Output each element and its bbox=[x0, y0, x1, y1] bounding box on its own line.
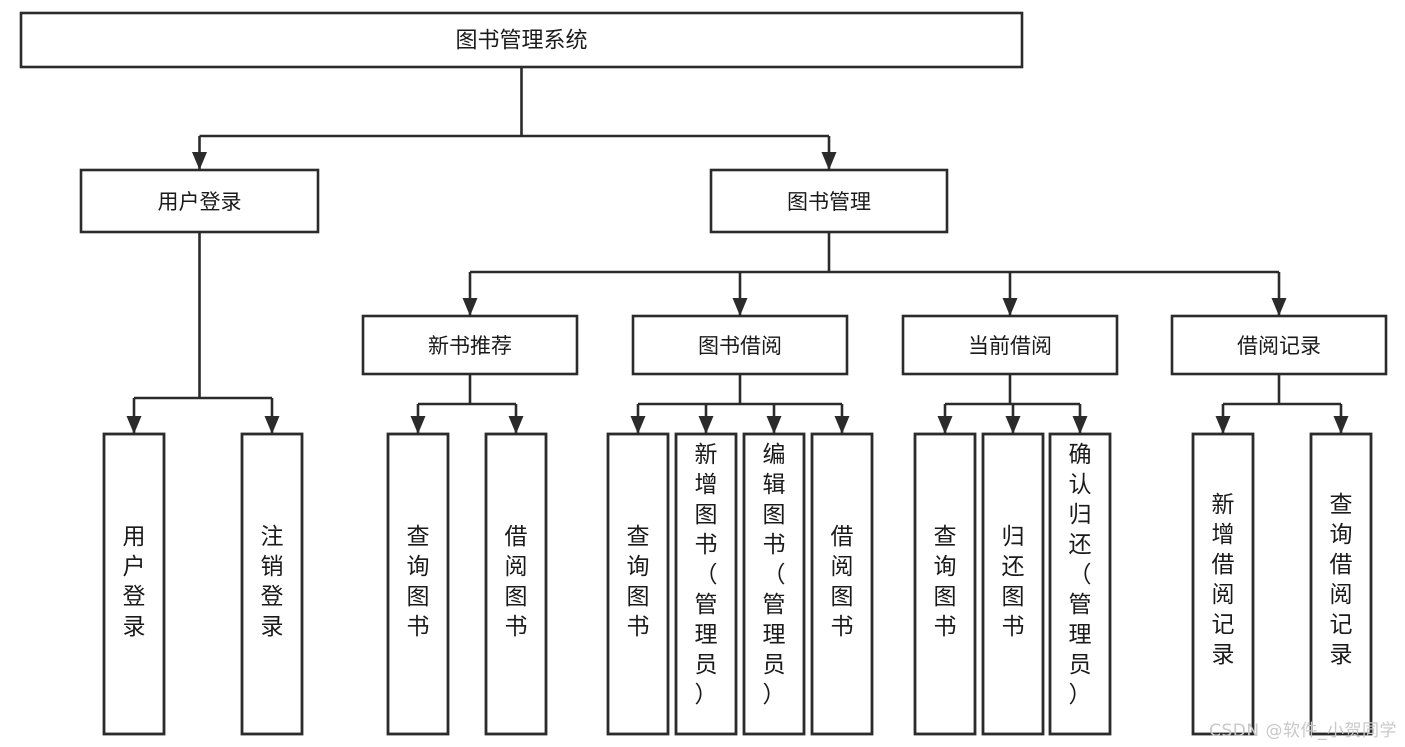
leaf-box-leaf-user-logout bbox=[240, 432, 304, 736]
leaf-node-leaf-query-record[interactable]: 查询借阅记录 bbox=[1309, 432, 1373, 736]
node-box-book-manage bbox=[709, 168, 949, 234]
edge-group-borrow-record bbox=[1215, 374, 1349, 434]
node-book-manage[interactable]: 图书管理 bbox=[709, 168, 949, 234]
leaf-node-leaf-user-logout[interactable]: 注销登录 bbox=[240, 432, 304, 736]
arrow-head-icon bbox=[630, 416, 646, 434]
node-box-user-login bbox=[79, 168, 320, 234]
arrow-head-icon bbox=[264, 416, 280, 434]
leaf-label-leaf-query-record: 查询借阅记录 bbox=[1330, 492, 1353, 668]
edge-group-new-book-recommend bbox=[410, 374, 524, 434]
edge-group-current-borrow bbox=[937, 374, 1088, 434]
leaf-box-leaf-borrow-book-1 bbox=[484, 432, 548, 736]
node-user-login[interactable]: 用户登录 bbox=[79, 168, 320, 234]
node-current-borrow[interactable]: 当前借阅 bbox=[901, 314, 1119, 376]
leaf-box-leaf-add-book bbox=[674, 432, 738, 736]
node-new-book-recommend[interactable]: 新书推荐 bbox=[361, 314, 579, 376]
node-label-book-borrow: 图书借阅 bbox=[698, 334, 782, 358]
arrow-head-icon bbox=[732, 298, 748, 316]
node-label-user-login: 用户登录 bbox=[158, 190, 242, 214]
arrow-head-icon bbox=[1215, 416, 1231, 434]
node-box-root bbox=[19, 11, 1024, 69]
node-box-book-borrow bbox=[631, 314, 849, 376]
edge-group-book-manage bbox=[462, 232, 1287, 316]
node-label-borrow-record: 借阅记录 bbox=[1237, 334, 1321, 358]
node-box-current-borrow bbox=[901, 314, 1119, 376]
leaf-node-leaf-edit-book[interactable]: 编辑图书（管理员） bbox=[742, 432, 806, 736]
arrow-head-icon bbox=[1333, 416, 1349, 434]
arrow-head-icon bbox=[1271, 298, 1287, 316]
leaf-node-leaf-add-record[interactable]: 新增借阅记录 bbox=[1191, 432, 1255, 736]
node-label-book-manage: 图书管理 bbox=[787, 190, 871, 214]
leaf-label-leaf-confirm-return: 确认归还（管理员） bbox=[1069, 442, 1092, 708]
leaf-node-leaf-query-book-2[interactable]: 查询图书 bbox=[606, 432, 670, 736]
node-box-new-book-recommend bbox=[361, 314, 579, 376]
leaf-label-leaf-query-book-2: 查询图书 bbox=[627, 524, 650, 640]
leaf-node-leaf-query-book-3[interactable]: 查询图书 bbox=[913, 432, 977, 736]
arrow-head-icon bbox=[410, 416, 426, 434]
leaf-box-leaf-borrow-book-2 bbox=[810, 432, 874, 736]
leaf-label-leaf-query-book-3: 查询图书 bbox=[934, 524, 957, 640]
arrow-head-icon bbox=[1005, 416, 1021, 434]
leaf-label-leaf-return-book: 归还图书 bbox=[1002, 524, 1025, 640]
leaf-node-leaf-confirm-return[interactable]: 确认归还（管理员） bbox=[1048, 432, 1112, 736]
leaf-node-leaf-user-login[interactable]: 用户登录 bbox=[102, 432, 166, 736]
leaf-box-leaf-user-login bbox=[102, 432, 166, 736]
leaf-box-leaf-query-record bbox=[1309, 432, 1373, 736]
arrow-head-icon bbox=[192, 152, 207, 170]
leaf-box-leaf-query-book-3 bbox=[913, 432, 977, 736]
leaf-label-leaf-edit-book: 编辑图书（管理员） bbox=[763, 442, 786, 708]
node-label-root: 图书管理系统 bbox=[455, 29, 587, 54]
arrow-head-icon bbox=[1002, 298, 1018, 316]
node-box-borrow-record bbox=[1170, 314, 1388, 376]
leaf-box-leaf-add-record bbox=[1191, 432, 1255, 736]
leaf-node-leaf-borrow-book-2[interactable]: 借阅图书 bbox=[810, 432, 874, 736]
node-root[interactable]: 图书管理系统 bbox=[19, 11, 1024, 69]
leaf-node-leaf-query-book-1[interactable]: 查询图书 bbox=[386, 432, 450, 736]
node-layer: 图书管理系统用户登录图书管理新书推荐图书借阅当前借阅借阅记录用户登录注销登录查询… bbox=[19, 11, 1388, 736]
node-borrow-record[interactable]: 借阅记录 bbox=[1170, 314, 1388, 376]
leaf-label-leaf-user-login: 用户登录 bbox=[123, 524, 146, 640]
edge-group-root bbox=[192, 67, 837, 170]
arrow-head-icon bbox=[126, 416, 142, 434]
arrow-head-icon bbox=[698, 416, 714, 434]
arrow-head-icon bbox=[766, 416, 782, 434]
leaf-label-leaf-add-book: 新增图书（管理员） bbox=[695, 442, 718, 708]
connector-layer bbox=[126, 67, 1349, 434]
arrow-head-icon bbox=[1072, 416, 1088, 434]
watermark-text: CSDN @软件_小贺同学 bbox=[1209, 721, 1397, 741]
arrow-head-icon bbox=[462, 298, 478, 316]
leaf-label-leaf-add-record: 新增借阅记录 bbox=[1212, 492, 1235, 668]
leaf-box-leaf-return-book bbox=[981, 432, 1045, 736]
arrow-head-icon bbox=[834, 416, 850, 434]
node-label-current-borrow: 当前借阅 bbox=[968, 334, 1052, 358]
arrow-head-icon bbox=[821, 152, 837, 170]
node-label-new-book-recommend: 新书推荐 bbox=[428, 334, 512, 358]
leaf-box-leaf-confirm-return bbox=[1048, 432, 1112, 736]
leaf-box-leaf-query-book-2 bbox=[606, 432, 670, 736]
leaf-label-leaf-user-logout: 注销登录 bbox=[261, 524, 284, 640]
node-book-borrow[interactable]: 图书借阅 bbox=[631, 314, 849, 376]
edge-group-user-login bbox=[126, 232, 280, 434]
leaf-box-leaf-edit-book bbox=[742, 432, 806, 736]
edge-group-book-borrow bbox=[630, 374, 850, 434]
leaf-label-leaf-borrow-book-2: 借阅图书 bbox=[831, 524, 854, 640]
arrow-head-icon bbox=[937, 416, 953, 434]
leaf-label-leaf-borrow-book-1: 借阅图书 bbox=[505, 524, 528, 640]
arrow-head-icon bbox=[508, 416, 524, 434]
leaf-label-leaf-query-book-1: 查询图书 bbox=[407, 524, 430, 640]
leaf-node-leaf-return-book[interactable]: 归还图书 bbox=[981, 432, 1045, 736]
leaf-box-leaf-query-book-1 bbox=[386, 432, 450, 736]
leaf-node-leaf-add-book[interactable]: 新增图书（管理员） bbox=[674, 432, 738, 736]
leaf-node-leaf-borrow-book-1[interactable]: 借阅图书 bbox=[484, 432, 548, 736]
